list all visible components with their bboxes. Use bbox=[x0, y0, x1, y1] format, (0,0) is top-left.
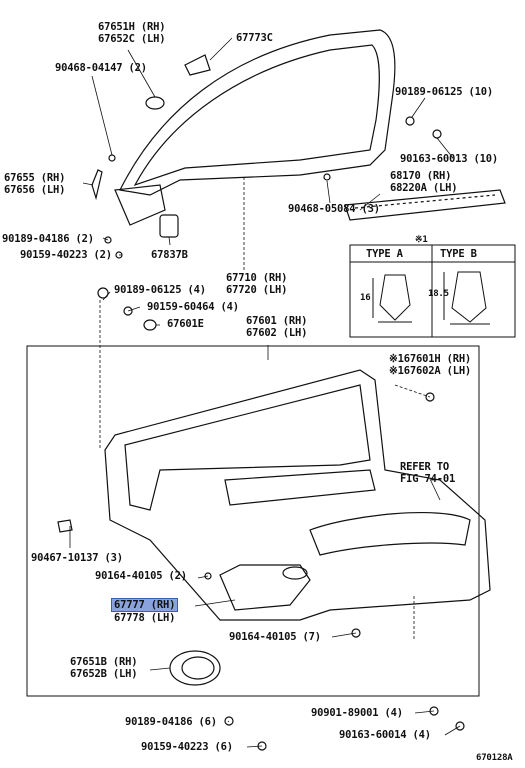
inset-dim-a: 16 bbox=[360, 293, 371, 303]
part-label-90164-40105-2: 90164-40105 (2) bbox=[95, 570, 187, 582]
screw bbox=[405, 116, 415, 126]
part-label-90189-06125-10: 90189-06125 (10) bbox=[395, 86, 493, 98]
figure-number: 670128A bbox=[476, 753, 513, 763]
part-label-90164-40105-7: 90164-40105 (7) bbox=[229, 631, 321, 643]
part-label-90189-04186-2: 90189-04186 (2) bbox=[2, 233, 94, 245]
part-label-68220a: 68220A (LH) bbox=[390, 182, 458, 194]
part-label-67720: 67720 (LH) bbox=[226, 284, 288, 296]
door-trim-panel bbox=[104, 369, 491, 621]
refer-note-line2: FIG 74-01 bbox=[400, 473, 456, 485]
part-label-67773c: 67773C bbox=[236, 32, 273, 44]
inset-dim-b: 18.5 bbox=[428, 289, 449, 299]
panel-box bbox=[26, 345, 480, 697]
part-label-67601h: ※167601H (RH) bbox=[389, 353, 472, 365]
inset-marker: ※1 bbox=[415, 235, 428, 245]
part-label-90467-10137: 90467-10137 (3) bbox=[31, 552, 123, 564]
part-label-90163-60014: 90163-60014 (4) bbox=[339, 729, 431, 741]
door-frame bbox=[119, 29, 396, 196]
part-label-90159-40223-2: 90159-40223 (2) bbox=[20, 249, 112, 261]
refer-note-line1: REFER TO bbox=[400, 461, 449, 473]
clip-67837b bbox=[159, 214, 179, 238]
part-label-67655: 67655 (RH) bbox=[4, 172, 66, 184]
grommet bbox=[145, 96, 165, 110]
inset-type-b: TYPE B bbox=[440, 248, 477, 260]
part-label-67652c: 67652C (LH) bbox=[98, 33, 166, 45]
part-label-90468-04147: 90468-04147 (2) bbox=[55, 62, 147, 74]
part-label-90468-05084: 90468-05084 (3) bbox=[288, 203, 380, 215]
inset-type-a: TYPE A bbox=[366, 248, 403, 260]
part-label-90189-04186-6: 90189-04186 (6) bbox=[125, 716, 217, 728]
part-label-68170: 68170 (RH) bbox=[390, 170, 452, 182]
part-label-67601: 67601 (RH) bbox=[246, 315, 308, 327]
part-label-67602: 67602 (LH) bbox=[246, 327, 308, 339]
part-label-67778: 67778 (LH) bbox=[114, 612, 176, 624]
part-label-67656: 67656 (LH) bbox=[4, 184, 66, 196]
weatherstrip-68170 bbox=[344, 189, 506, 221]
part-label-90901-89001: 90901-89001 (4) bbox=[311, 707, 403, 719]
part-label-67601e: 67601E bbox=[167, 318, 204, 330]
part-label-67710: 67710 (RH) bbox=[226, 272, 288, 284]
part-label-67652b: 67652B (LH) bbox=[70, 668, 138, 680]
part-label-90189-06125-4: 90189-06125 (4) bbox=[114, 284, 206, 296]
part-label-67651b: 67651B (RH) bbox=[70, 656, 138, 668]
part-label-90163-60013: 90163-60013 (10) bbox=[400, 153, 498, 165]
part-label-67777-highlighted: 67777 (RH) bbox=[111, 598, 179, 612]
speaker-grille bbox=[169, 650, 221, 686]
part-label-90159-40223-6: 90159-40223 (6) bbox=[141, 741, 233, 753]
part-label-67602a: ※167602A (LH) bbox=[389, 365, 472, 377]
pull-handle bbox=[219, 564, 311, 611]
clip-type-inset bbox=[349, 244, 516, 338]
part-label-67837b: 67837B bbox=[151, 249, 188, 261]
armrest bbox=[309, 512, 471, 556]
clip-67773c bbox=[184, 54, 211, 76]
part-label-67651h: 67651H (RH) bbox=[98, 21, 166, 33]
door-frame-inner bbox=[133, 44, 380, 187]
trim-67655 bbox=[91, 169, 103, 201]
part-label-90159-60464: 90159-60464 (4) bbox=[147, 301, 239, 313]
